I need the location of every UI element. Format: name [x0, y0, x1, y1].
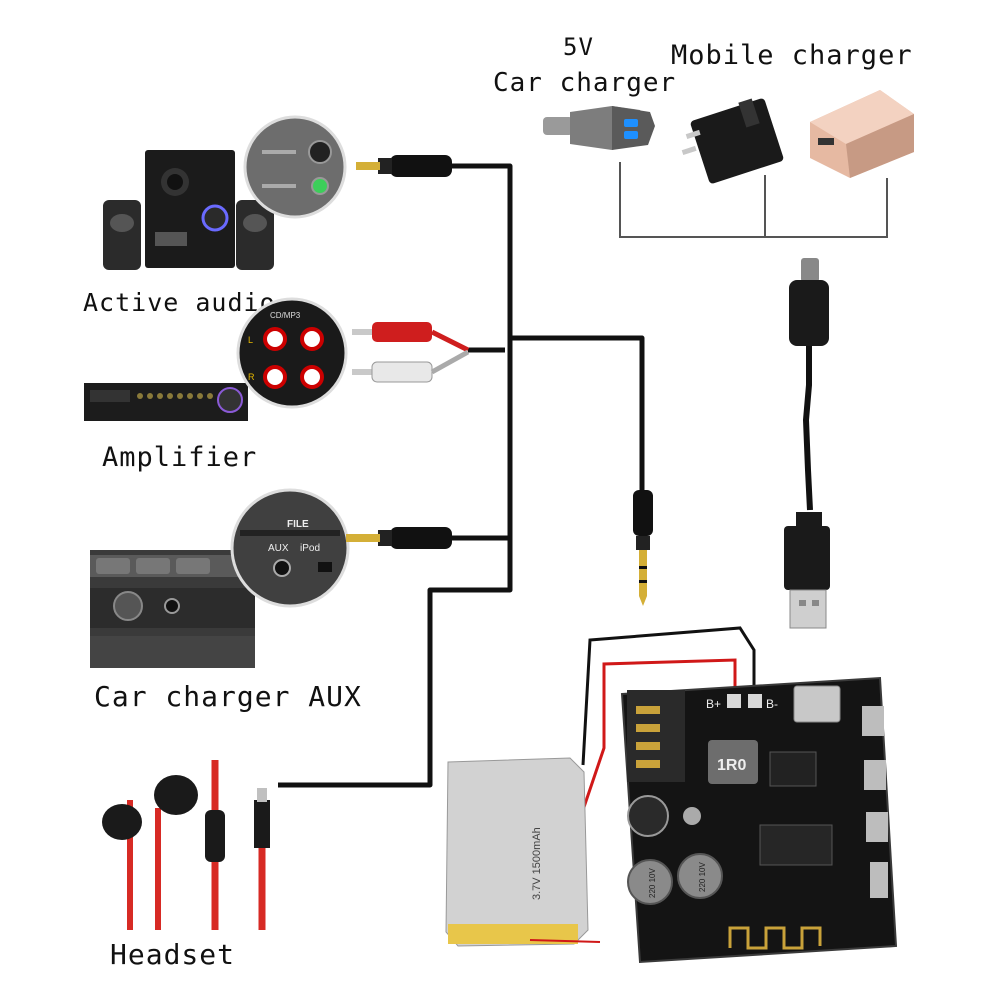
audio-cable-network — [278, 163, 645, 788]
socket-file-label: FILE — [287, 519, 309, 530]
active-audio-label: Active audio — [83, 288, 276, 317]
aux-socket-zoom-icon — [230, 488, 350, 608]
socket-ipod-label: iPod — [300, 543, 320, 554]
car-charger-voltage-label: 5V — [563, 33, 594, 61]
mobile-charger-label: Mobile charger — [671, 40, 913, 71]
battery-label: 3.7V 1500mAh — [531, 827, 543, 900]
audio-input-zoom-icon — [243, 115, 347, 219]
socket-aux-label: AUX — [268, 543, 289, 554]
bluetooth-board-icon — [620, 676, 898, 964]
car-charger-label: Car charger — [493, 68, 677, 98]
lipo-battery-icon — [445, 757, 601, 947]
rca-top-label: CD/MP3 — [270, 311, 301, 320]
charger-bracket — [619, 162, 888, 238]
car-stereo-icon — [90, 550, 255, 668]
aux-jack-plug-icon — [633, 490, 653, 606]
battery-wires — [581, 626, 756, 811]
amplifier-icon — [84, 383, 248, 421]
rca-l-label: L — [248, 335, 253, 345]
power-bank-icon — [810, 90, 914, 178]
board-b-plus-label: B+ — [706, 697, 721, 711]
rca-r-label: R — [248, 372, 255, 382]
headset-icon — [102, 760, 270, 930]
inductor-label: 1R0 — [717, 757, 746, 774]
car-charger-icon — [543, 106, 655, 150]
car-aux-plug-icon — [346, 527, 452, 549]
rca-plugs-icon — [352, 322, 470, 383]
headset-label: Headset — [110, 938, 236, 971]
active-audio-speakers-icon — [103, 150, 274, 270]
micro-usb-cable-icon — [784, 258, 830, 629]
amplifier-label: Amplifier — [102, 442, 258, 473]
car-charger-aux-label: Car charger AUX — [94, 680, 362, 713]
rca-panel-zoom-icon — [236, 297, 348, 409]
active-audio-plug-icon — [356, 155, 452, 177]
board-b-minus-label: B- — [766, 697, 778, 711]
capacitor-right-label: 220 10V — [698, 862, 707, 892]
capacitor-left-label: 220 10V — [648, 868, 657, 898]
wall-adapter-icon — [681, 98, 784, 184]
